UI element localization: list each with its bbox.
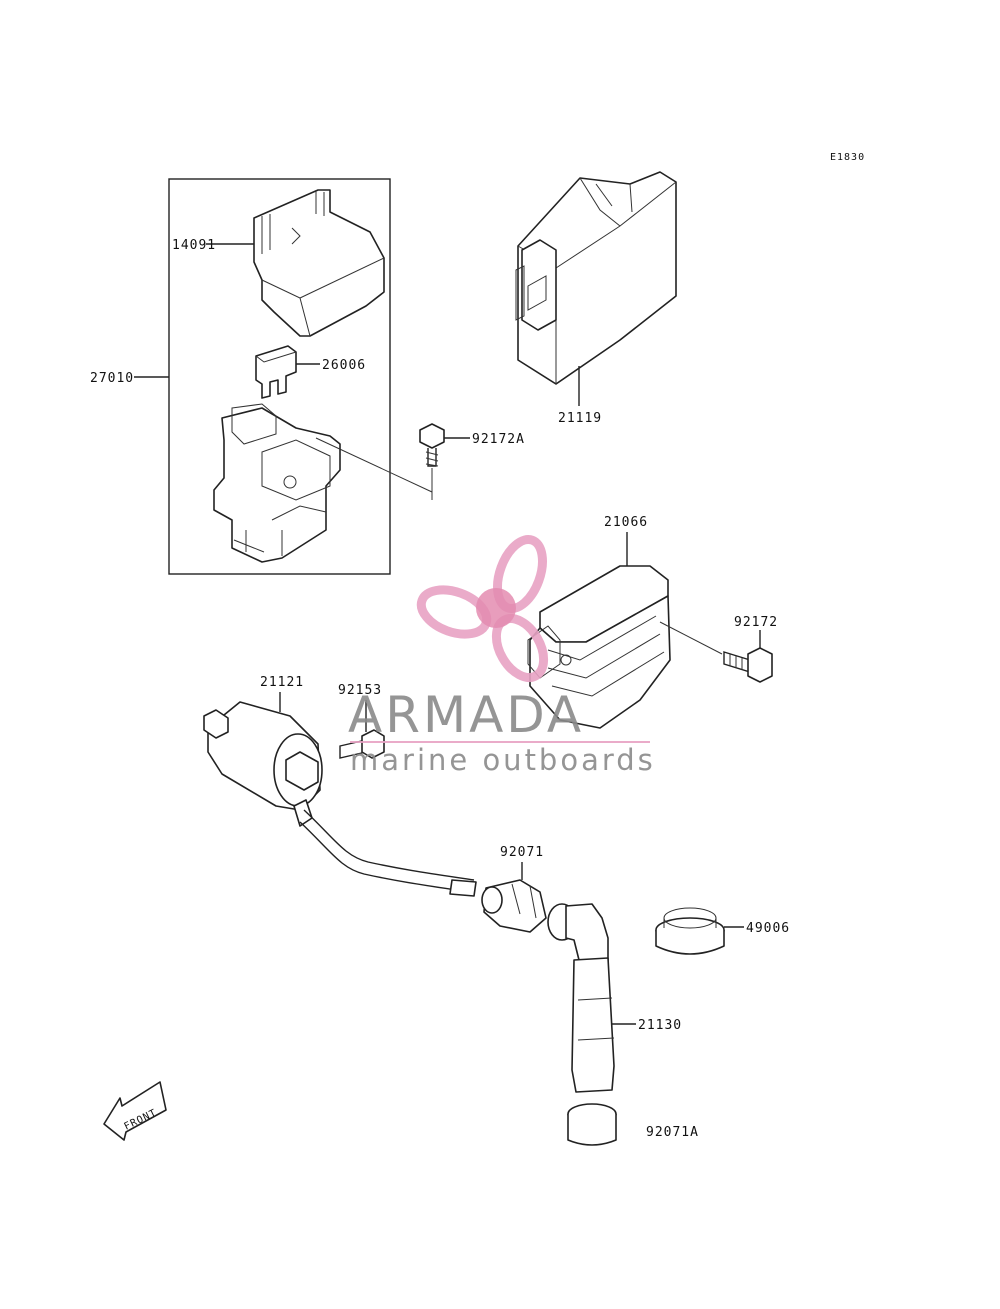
- ht-lead: [299, 821, 471, 893]
- relay-base[interactable]: [213, 403, 341, 563]
- plug-cap[interactable]: [547, 903, 615, 1093]
- label-92172: 92172: [734, 615, 778, 630]
- front-arrow-icon: FRONT: [103, 1081, 167, 1141]
- ht-lead-end: [449, 879, 477, 897]
- label-92071A: 92071A: [646, 1125, 699, 1140]
- cdi-unit[interactable]: [515, 171, 677, 385]
- leader-screw-92172: [659, 621, 723, 655]
- label-92071: 92071: [500, 845, 544, 860]
- relay-cover[interactable]: [253, 189, 385, 337]
- label-14091: 14091: [172, 238, 216, 253]
- diagram-code: E1830: [830, 152, 865, 163]
- seal-92071[interactable]: [481, 879, 547, 933]
- screw-92172[interactable]: [723, 647, 773, 683]
- seal-92071A[interactable]: [567, 1103, 617, 1146]
- label-49006: 49006: [746, 921, 790, 936]
- watermark-subtitle: marine outboards: [350, 743, 656, 777]
- label-21066: 21066: [604, 515, 648, 530]
- grommet-49006[interactable]: [655, 907, 725, 955]
- leader-screw-relay: [315, 437, 433, 493]
- propeller-icon: [416, 534, 549, 682]
- fuse[interactable]: [255, 345, 297, 399]
- label-92172A: 92172A: [472, 432, 525, 447]
- armada-watermark: ARMADA marine outboards: [348, 534, 656, 777]
- watermark-title: ARMADA: [348, 686, 584, 744]
- screw-92172A[interactable]: [419, 423, 445, 467]
- regulator-rectifier[interactable]: [527, 565, 671, 729]
- label-27010: 27010: [90, 371, 134, 386]
- label-21119: 21119: [558, 411, 602, 426]
- label-21121: 21121: [260, 675, 304, 690]
- label-26006: 26006: [322, 358, 366, 373]
- label-21130: 21130: [638, 1018, 682, 1033]
- label-92153: 92153: [338, 683, 382, 698]
- ignition-coil[interactable]: [203, 701, 323, 827]
